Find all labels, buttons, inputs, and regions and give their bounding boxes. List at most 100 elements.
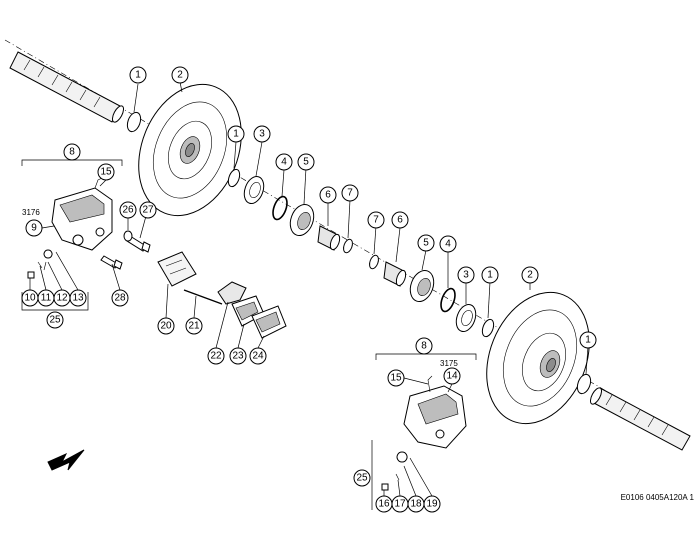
- callout-22: 22: [207, 347, 225, 365]
- svg-text:11: 11: [41, 293, 52, 304]
- callout-27: 27: [139, 201, 157, 219]
- bleed-parts-right: [381, 451, 408, 491]
- group-code-left: 3176: [22, 208, 40, 217]
- callout-1: 1: [129, 66, 147, 84]
- svg-text:13: 13: [72, 293, 84, 304]
- seal-left: [243, 175, 265, 205]
- callout-15: 15: [387, 369, 405, 387]
- svg-text:8: 8: [69, 147, 75, 158]
- bracket-group-8-right: [375, 353, 477, 360]
- washer-26: [123, 230, 133, 242]
- svg-text:3: 3: [259, 129, 265, 140]
- callout-1: 1: [481, 266, 499, 284]
- callout-25: 25: [353, 469, 371, 487]
- brake-pad-outer: [251, 305, 287, 339]
- retaining-pin: [183, 289, 223, 305]
- svg-text:26: 26: [122, 205, 134, 216]
- callout-6: 6: [319, 186, 337, 204]
- callout-21: 21: [185, 317, 203, 335]
- svg-text:15: 15: [100, 167, 112, 178]
- svg-text:27: 27: [142, 205, 154, 216]
- callout-15: 15: [97, 163, 115, 181]
- svg-text:9: 9: [31, 223, 37, 234]
- callout-17: 17: [391, 495, 409, 513]
- svg-text:28: 28: [114, 293, 126, 304]
- bolt-28: [100, 255, 123, 270]
- bleed-parts-left: [27, 249, 53, 279]
- callout-11: 11: [37, 289, 55, 307]
- callout-1: 1: [227, 125, 245, 143]
- svg-text:12: 12: [56, 293, 68, 304]
- callout-2: 2: [171, 66, 189, 84]
- left-axle-shaft: [9, 51, 125, 123]
- callout-8: 8: [63, 143, 81, 161]
- callout-4: 4: [275, 153, 293, 171]
- seal-right: [455, 303, 477, 333]
- svg-text:22: 22: [210, 351, 222, 362]
- svg-text:7: 7: [373, 215, 379, 226]
- svg-text:3: 3: [463, 270, 469, 281]
- callout-14: 14: [443, 367, 461, 385]
- callout-16: 16: [375, 495, 393, 513]
- washer-left: [343, 238, 353, 254]
- svg-text:6: 6: [397, 215, 403, 226]
- svg-text:1: 1: [135, 70, 141, 81]
- svg-text:8: 8: [421, 341, 427, 352]
- svg-text:21: 21: [188, 321, 200, 332]
- svg-text:24: 24: [252, 351, 264, 362]
- svg-text:2: 2: [527, 270, 533, 281]
- svg-text:6: 6: [325, 190, 331, 201]
- svg-text:1: 1: [487, 270, 493, 281]
- svg-text:18: 18: [410, 499, 422, 510]
- callout-20: 20: [157, 317, 175, 335]
- snap-ring-left-outer: [126, 111, 142, 133]
- leader-lines: [29, 81, 589, 497]
- svg-text:4: 4: [445, 239, 451, 250]
- callout-6: 6: [391, 211, 409, 229]
- callout-18: 18: [407, 495, 425, 513]
- snap-ring-left-inner: [227, 168, 241, 188]
- svg-text:25: 25: [49, 315, 61, 326]
- right-axle-shaft: [589, 387, 691, 451]
- callout-5: 5: [297, 153, 315, 171]
- caliper-right: [403, 375, 467, 449]
- circlip-right: [440, 287, 456, 313]
- callout-23: 23: [229, 347, 247, 365]
- circlip-left: [272, 195, 288, 221]
- callout-2: 2: [521, 266, 539, 284]
- callout-26: 26: [119, 201, 137, 219]
- svg-text:1: 1: [233, 129, 239, 140]
- callout-24: 24: [249, 347, 267, 365]
- callout-13: 13: [69, 289, 87, 307]
- svg-text:5: 5: [423, 238, 429, 249]
- brake-disc-right: [486, 291, 590, 425]
- callout-5: 5: [417, 234, 435, 252]
- bearing-left: [289, 204, 315, 236]
- anti-rattle-spring: [157, 251, 197, 287]
- svg-text:14: 14: [446, 371, 458, 382]
- callout-28: 28: [111, 289, 129, 307]
- svg-text:2: 2: [177, 70, 183, 81]
- callout-7: 7: [367, 211, 385, 229]
- svg-text:1: 1: [585, 335, 591, 346]
- spacer-sleeve-left: [317, 225, 341, 251]
- direction-arrow-icon: [47, 449, 85, 471]
- caliper-left: [51, 177, 113, 251]
- callout-19: 19: [423, 495, 441, 513]
- callout-3: 3: [457, 266, 475, 284]
- callout-8: 8: [415, 337, 433, 355]
- brake-disc-left: [138, 83, 242, 217]
- spacer-sleeve-right: [383, 261, 407, 287]
- drawing-reference: E0106 0405A120A 1: [621, 493, 695, 502]
- svg-text:23: 23: [232, 351, 244, 362]
- callout-12: 12: [53, 289, 71, 307]
- washer-right: [369, 254, 379, 270]
- pad-spring-clip: [217, 281, 247, 305]
- callout-25: 25: [46, 311, 64, 329]
- callout-10: 10: [21, 289, 39, 307]
- svg-text:7: 7: [347, 188, 353, 199]
- bearing-right: [409, 270, 435, 302]
- svg-text:20: 20: [160, 321, 172, 332]
